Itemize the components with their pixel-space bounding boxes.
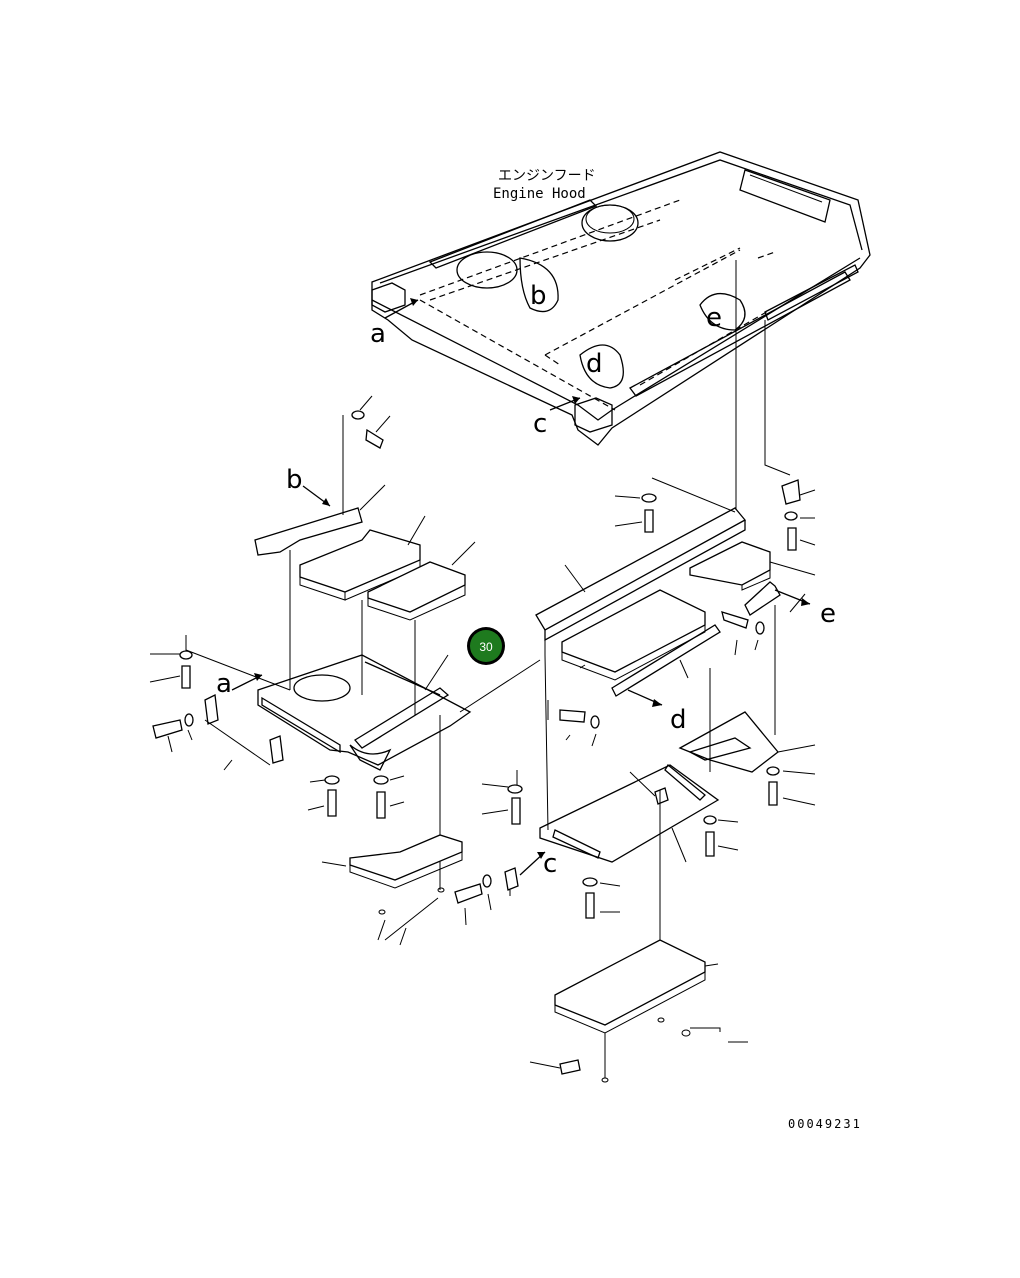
view-letter-a2: a xyxy=(216,669,232,699)
view-letter-e2: e xyxy=(820,599,836,629)
view-letter-b2: b xyxy=(286,465,303,495)
view-letter-b: b xyxy=(530,281,547,311)
engine-hood: エンジンフード Engine Hood b d e xyxy=(370,151,871,510)
view-letter-c: c xyxy=(533,409,547,439)
view-letter-d: d xyxy=(586,349,603,379)
callout-number: 30 xyxy=(479,640,493,654)
hood-label-jp: エンジンフード xyxy=(498,168,596,184)
callout-30[interactable]: 30 xyxy=(467,627,505,665)
drawing-number: 00049231 xyxy=(788,1117,862,1131)
view-letter-e: e xyxy=(706,303,722,333)
hood-label-en: Engine Hood xyxy=(493,186,586,202)
view-letter-c2: c xyxy=(543,849,557,879)
right-assembly: d e xyxy=(454,477,836,1083)
left-assembly: b a xyxy=(149,395,476,946)
view-letter-a: a xyxy=(370,319,386,349)
view-letter-d2: d xyxy=(670,705,687,735)
